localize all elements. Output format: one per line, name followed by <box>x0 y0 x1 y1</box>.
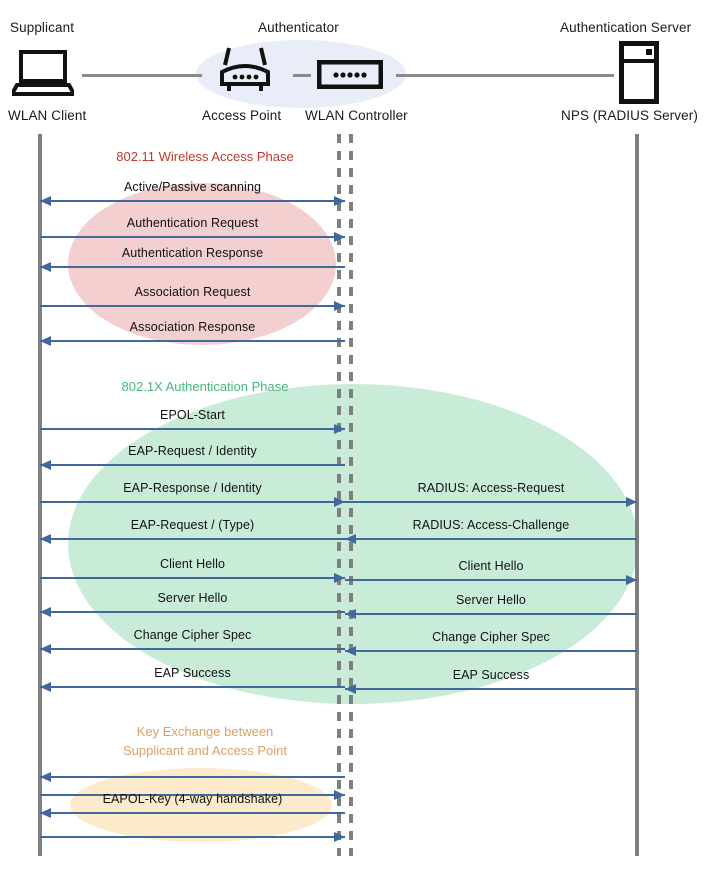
message-line <box>40 577 345 579</box>
message-label: Client Hello <box>458 559 524 573</box>
phase-caption-802-11: 802.11 Wireless Access Phase <box>116 149 294 164</box>
message-label: EAP-Request / (Type) <box>130 518 255 532</box>
message-label: RADIUS: Access-Challenge <box>412 518 570 532</box>
arrowhead-left-icon <box>40 682 51 692</box>
arrowhead-left-icon <box>40 262 51 272</box>
arrowhead-left-icon <box>40 460 51 470</box>
message-line <box>40 340 345 342</box>
message-label: Server Hello <box>456 593 526 607</box>
phase-caption-key-exchange-line2: Supplicant and Access Point <box>122 743 288 758</box>
message-line <box>40 236 345 238</box>
phase-caption-key-exchange: Key Exchange between Supplicant and Acce… <box>60 722 350 760</box>
device-label-wlan-controller: WLAN Controller <box>305 108 408 123</box>
arrowhead-right-icon <box>334 832 345 842</box>
lifeline-access-point <box>337 134 341 856</box>
message-line <box>345 613 637 615</box>
message-line <box>40 794 345 796</box>
phase-caption-key-exchange-line1: Key Exchange between <box>136 724 274 739</box>
access-point-icon <box>220 47 270 91</box>
device-label-nps-radius-server: NPS (RADIUS Server) <box>561 108 698 123</box>
message-line <box>345 650 637 652</box>
arrowhead-left-icon <box>345 534 356 544</box>
arrowhead-left-icon <box>40 607 51 617</box>
message-line <box>345 688 637 690</box>
lifeline-auth-server <box>635 134 639 856</box>
device-label-access-point: Access Point <box>202 108 282 123</box>
arrowhead-left-icon <box>40 772 51 782</box>
arrowhead-left-icon <box>345 684 356 694</box>
message-line <box>40 501 345 503</box>
role-title-authentication-server: Authentication Server <box>560 20 692 35</box>
phase-blob-802-11 <box>68 183 336 345</box>
arrowhead-left-icon <box>40 196 51 206</box>
server-icon <box>619 41 659 104</box>
message-label: Association Request <box>134 285 251 299</box>
arrowhead-right-icon <box>334 497 345 507</box>
message-line <box>40 836 345 838</box>
lifeline-wlan-controller <box>349 134 353 856</box>
message-label: Client Hello <box>159 557 226 571</box>
message-label: Authentication Request <box>126 216 259 230</box>
arrowhead-right-icon <box>334 301 345 311</box>
phase-caption-802-1x: 802.1X Authentication Phase <box>121 379 289 394</box>
message-line <box>345 579 637 581</box>
device-label-wlan-client: WLAN Client <box>8 108 87 123</box>
arrowhead-right-icon <box>334 196 345 206</box>
message-label: EAPOL-Key (4-way handshake) <box>102 792 283 806</box>
message-line <box>40 464 345 466</box>
wire-client-to-ap <box>82 74 202 77</box>
role-title-supplicant: Supplicant <box>10 20 75 35</box>
message-line <box>40 648 345 650</box>
phase-blob-802-1x <box>68 384 638 704</box>
wlan-controller-icon <box>317 60 383 89</box>
arrowhead-left-icon <box>40 644 51 654</box>
message-label: EAP Success <box>452 668 530 682</box>
phase-blob-key-exchange <box>70 768 332 842</box>
arrowhead-left-icon <box>40 808 51 818</box>
arrowhead-right-icon <box>334 232 345 242</box>
message-label: RADIUS: Access-Request <box>417 481 565 495</box>
message-label: Association Response <box>129 320 256 334</box>
message-line <box>40 686 345 688</box>
arrowhead-right-icon <box>334 790 345 800</box>
message-label: EAP Success <box>154 666 231 680</box>
role-title-authenticator: Authenticator <box>258 20 339 35</box>
message-label: EPOL-Start <box>160 408 225 422</box>
message-line <box>40 611 345 613</box>
message-line <box>40 266 345 268</box>
message-label: Server Hello <box>157 591 228 605</box>
message-line <box>40 776 345 778</box>
message-label: Active/Passive scanning <box>123 180 262 194</box>
arrowhead-left-icon <box>40 534 51 544</box>
laptop-icon <box>12 50 74 96</box>
wire-controller-to-server <box>396 74 614 77</box>
message-line <box>345 501 637 503</box>
message-label: Authentication Response <box>121 246 264 260</box>
message-line <box>40 538 345 540</box>
message-label: EAP-Response / Identity <box>123 481 262 495</box>
message-line <box>40 812 345 814</box>
arrowhead-right-icon <box>334 573 345 583</box>
message-line <box>40 200 345 202</box>
message-line <box>40 305 345 307</box>
arrowhead-right-icon <box>626 575 637 585</box>
message-line <box>40 428 345 430</box>
message-label: Change Cipher Spec <box>133 628 252 642</box>
message-label: Change Cipher Spec <box>432 630 550 644</box>
message-line <box>345 538 637 540</box>
wire-ap-to-controller <box>293 74 311 77</box>
arrowhead-right-icon <box>334 424 345 434</box>
arrowhead-left-icon <box>345 609 356 619</box>
arrowhead-right-icon <box>626 497 637 507</box>
arrowhead-left-icon <box>40 336 51 346</box>
message-label: EAP-Request / Identity <box>128 444 257 458</box>
arrowhead-left-icon <box>345 646 356 656</box>
lifeline-supplicant <box>38 134 42 856</box>
